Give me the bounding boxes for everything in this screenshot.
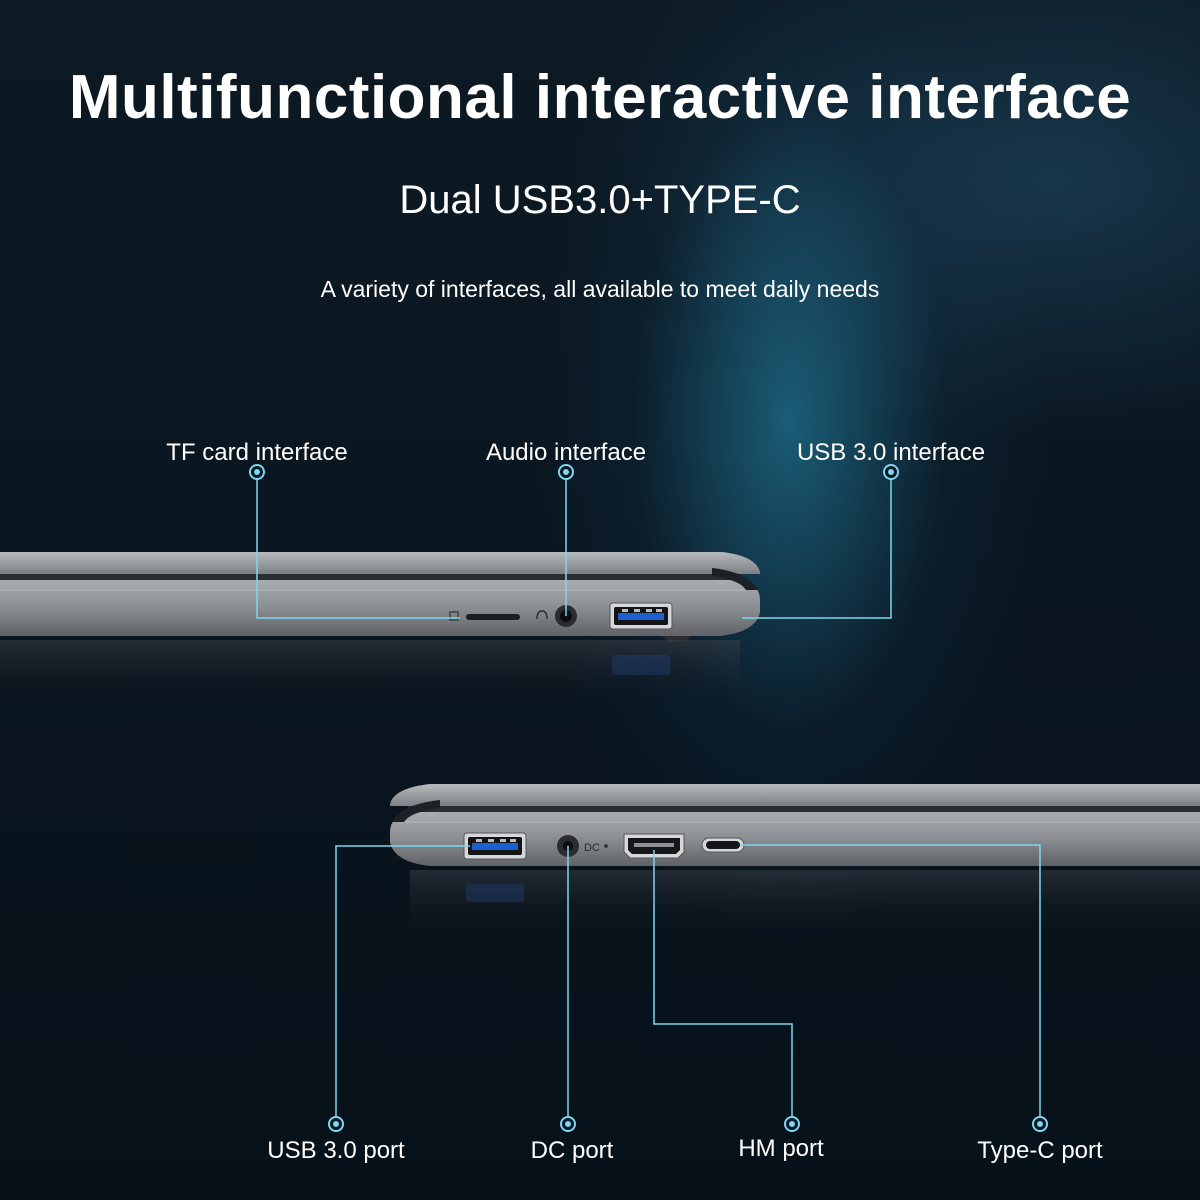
label-audio-interface: Audio interface — [485, 439, 647, 466]
label-hm-port: HM port — [738, 1135, 824, 1162]
label-type-c-port: Type-C port — [977, 1137, 1103, 1164]
top-callout-dots — [249, 464, 899, 480]
bottom-callout-lines — [335, 844, 1041, 1124]
label-usb-3-interface: USB 3.0 interface — [796, 439, 986, 466]
label-tf-card-interface: TF card interface — [166, 439, 348, 466]
label-usb-3-port: USB 3.0 port — [267, 1137, 405, 1164]
dc-marking: DC — [584, 842, 600, 854]
headphone-icon — [536, 610, 548, 620]
label-dc-port: DC port — [530, 1137, 614, 1164]
tagline: A variety of interfaces, all available t… — [320, 276, 880, 302]
type-c-port — [701, 837, 745, 853]
top-callout-lines — [256, 472, 892, 619]
headline: Multifunctional interactive interface — [68, 63, 1132, 132]
dc-indicator-dot — [604, 844, 608, 848]
laptop-bottom — [390, 784, 1200, 930]
usb-port-top — [609, 602, 673, 630]
subheadline: Dual USB3.0+TYPE-C — [399, 178, 801, 222]
tf-card-slot — [449, 611, 520, 621]
usb-port-bottom — [463, 832, 527, 860]
hdmi-port — [623, 833, 685, 859]
bottom-callout-dots — [328, 1116, 1048, 1132]
